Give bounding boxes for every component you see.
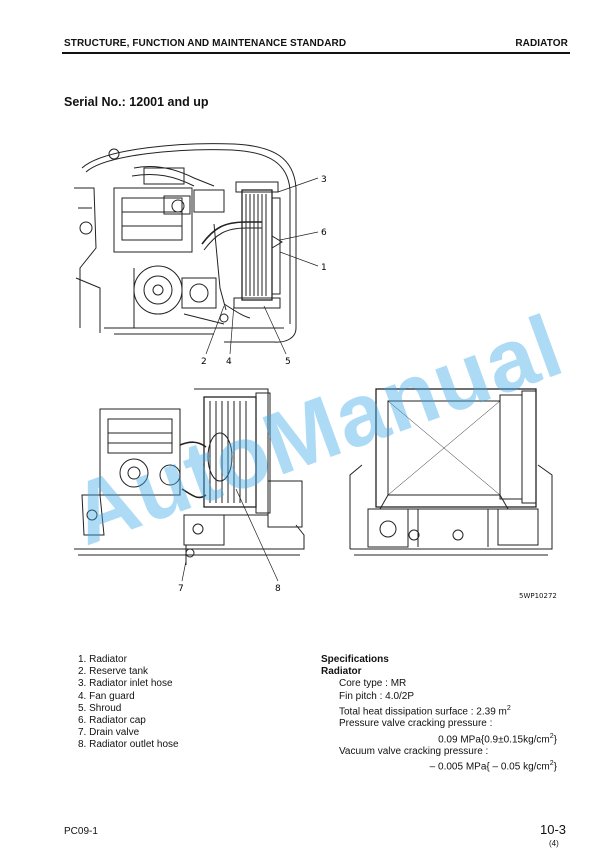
spec-pressure-close: } xyxy=(553,733,557,745)
spec-heat-dissipation: Total heat dissipation surface : 2.39 m2 xyxy=(321,703,557,719)
part-item: 8. Radiator outlet hose xyxy=(78,739,179,751)
part-item: 6. Radiator cap xyxy=(78,715,146,727)
callout-6: 6 xyxy=(321,228,327,238)
spec-heat-sup: 2 xyxy=(506,704,511,712)
spec-vacuum-text: – 0.005 MPa{ – 0.05 kg/cm xyxy=(429,761,550,773)
part-item: 1. Radiator xyxy=(78,654,127,665)
spec-pressure-label: Pressure valve cracking pressure : xyxy=(339,718,493,730)
specifications: Specifications Radiator Core type : MR F… xyxy=(321,654,557,774)
part-item: 2. Reserve tank xyxy=(78,666,149,678)
footer-model: PC09-1 xyxy=(64,826,98,837)
callout-1: 1 xyxy=(321,263,327,273)
callout-5: 5 xyxy=(285,357,291,367)
spec-vacuum-value: – 0.005 MPa{ – 0.05 kg/cm2} xyxy=(321,758,557,774)
figure-code: 5WP10272 xyxy=(519,592,557,600)
top-view-drawing: 3 6 1 2 4 5 xyxy=(74,128,344,378)
page-index: (4) xyxy=(549,839,559,848)
spec-pressure-text: 0.09 MPa{0.9±0.15kg/cm xyxy=(438,733,550,745)
spec-heat-text: Total heat dissipation surface : 2.39 m xyxy=(339,706,507,718)
specs-subtitle: Radiator xyxy=(321,666,362,678)
callout-7: 7 xyxy=(178,584,184,594)
parts-list: 1. Radiator 2. Reserve tank 3. Radiator … xyxy=(78,654,179,752)
part-item: 5. Shroud xyxy=(78,702,122,714)
spec-pressure-value: 0.09 MPa{0.9±0.15kg/cm2} xyxy=(321,731,557,747)
callout-8: 8 xyxy=(275,584,281,594)
header-title: STRUCTURE, FUNCTION AND MAINTENANCE STAN… xyxy=(64,38,347,49)
spec-vacuum-sup: 2 xyxy=(549,760,554,768)
side-view-drawing: 7 8 xyxy=(74,385,314,595)
part-item: 4. Fan guard xyxy=(78,690,135,702)
callout-2: 2 xyxy=(201,357,207,367)
header-section: RADIATOR xyxy=(515,38,568,49)
spec-vacuum-label: Vacuum valve cracking pressure : xyxy=(339,746,489,758)
callout-3: 3 xyxy=(321,175,327,185)
part-item: 3. Radiator inlet hose xyxy=(78,678,173,690)
spec-pressure-sup: 2 xyxy=(549,732,554,740)
specs-title: Specifications xyxy=(321,654,389,665)
spec-fin-pitch: Fin pitch : 4.0/2P xyxy=(339,690,415,702)
front-view-drawing xyxy=(348,385,554,557)
page-number: 10-3 xyxy=(540,822,567,837)
spec-core-type: Core type : MR xyxy=(339,678,407,690)
part-item: 7. Drain valve xyxy=(78,727,140,739)
spec-vacuum-close: } xyxy=(553,761,557,773)
callout-4: 4 xyxy=(226,357,232,367)
serial-heading: Serial No.: 12001 and up xyxy=(64,95,209,109)
header-rule xyxy=(62,52,570,54)
